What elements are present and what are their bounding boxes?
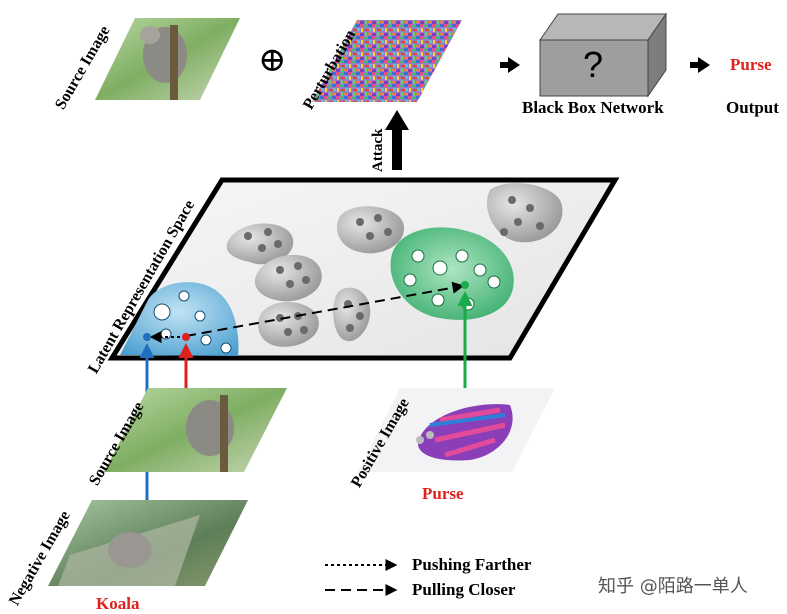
arrow-to-network-icon xyxy=(500,57,520,73)
gray-cluster-icon xyxy=(226,183,563,347)
positive-purse-image-icon xyxy=(358,388,555,472)
positive-point-icon xyxy=(461,281,469,289)
negative-image-icon xyxy=(48,500,248,586)
positive-class-label: Purse xyxy=(422,484,464,503)
source-point-icon xyxy=(182,333,190,341)
attack-label: Attack xyxy=(370,128,386,172)
positive-cluster-icon xyxy=(390,227,514,320)
plus-symbol: ⊕ xyxy=(258,42,287,79)
pulling-closer-line xyxy=(185,281,465,337)
negative-point-icon xyxy=(143,333,151,341)
arrow-to-output-icon xyxy=(690,57,710,73)
attack-arrow-icon xyxy=(385,110,409,170)
watermark: 知乎 @陌路一单人 xyxy=(598,576,748,597)
source-image-top-icon xyxy=(95,18,240,100)
legend-pushing-label: Pushing Farther xyxy=(412,555,532,574)
question-mark: ? xyxy=(583,44,604,85)
output-value: Purse xyxy=(730,55,772,74)
legend-pulling-label: Pulling Closer xyxy=(412,580,516,599)
source-image-bottom-icon xyxy=(104,388,287,472)
output-label: Output xyxy=(726,98,779,117)
negative-class-label: Koala xyxy=(96,594,140,613)
black-box-label: Black Box Network xyxy=(522,98,664,117)
black-box-cube-icon xyxy=(539,12,667,98)
perturbation-noise-icon xyxy=(312,20,462,102)
